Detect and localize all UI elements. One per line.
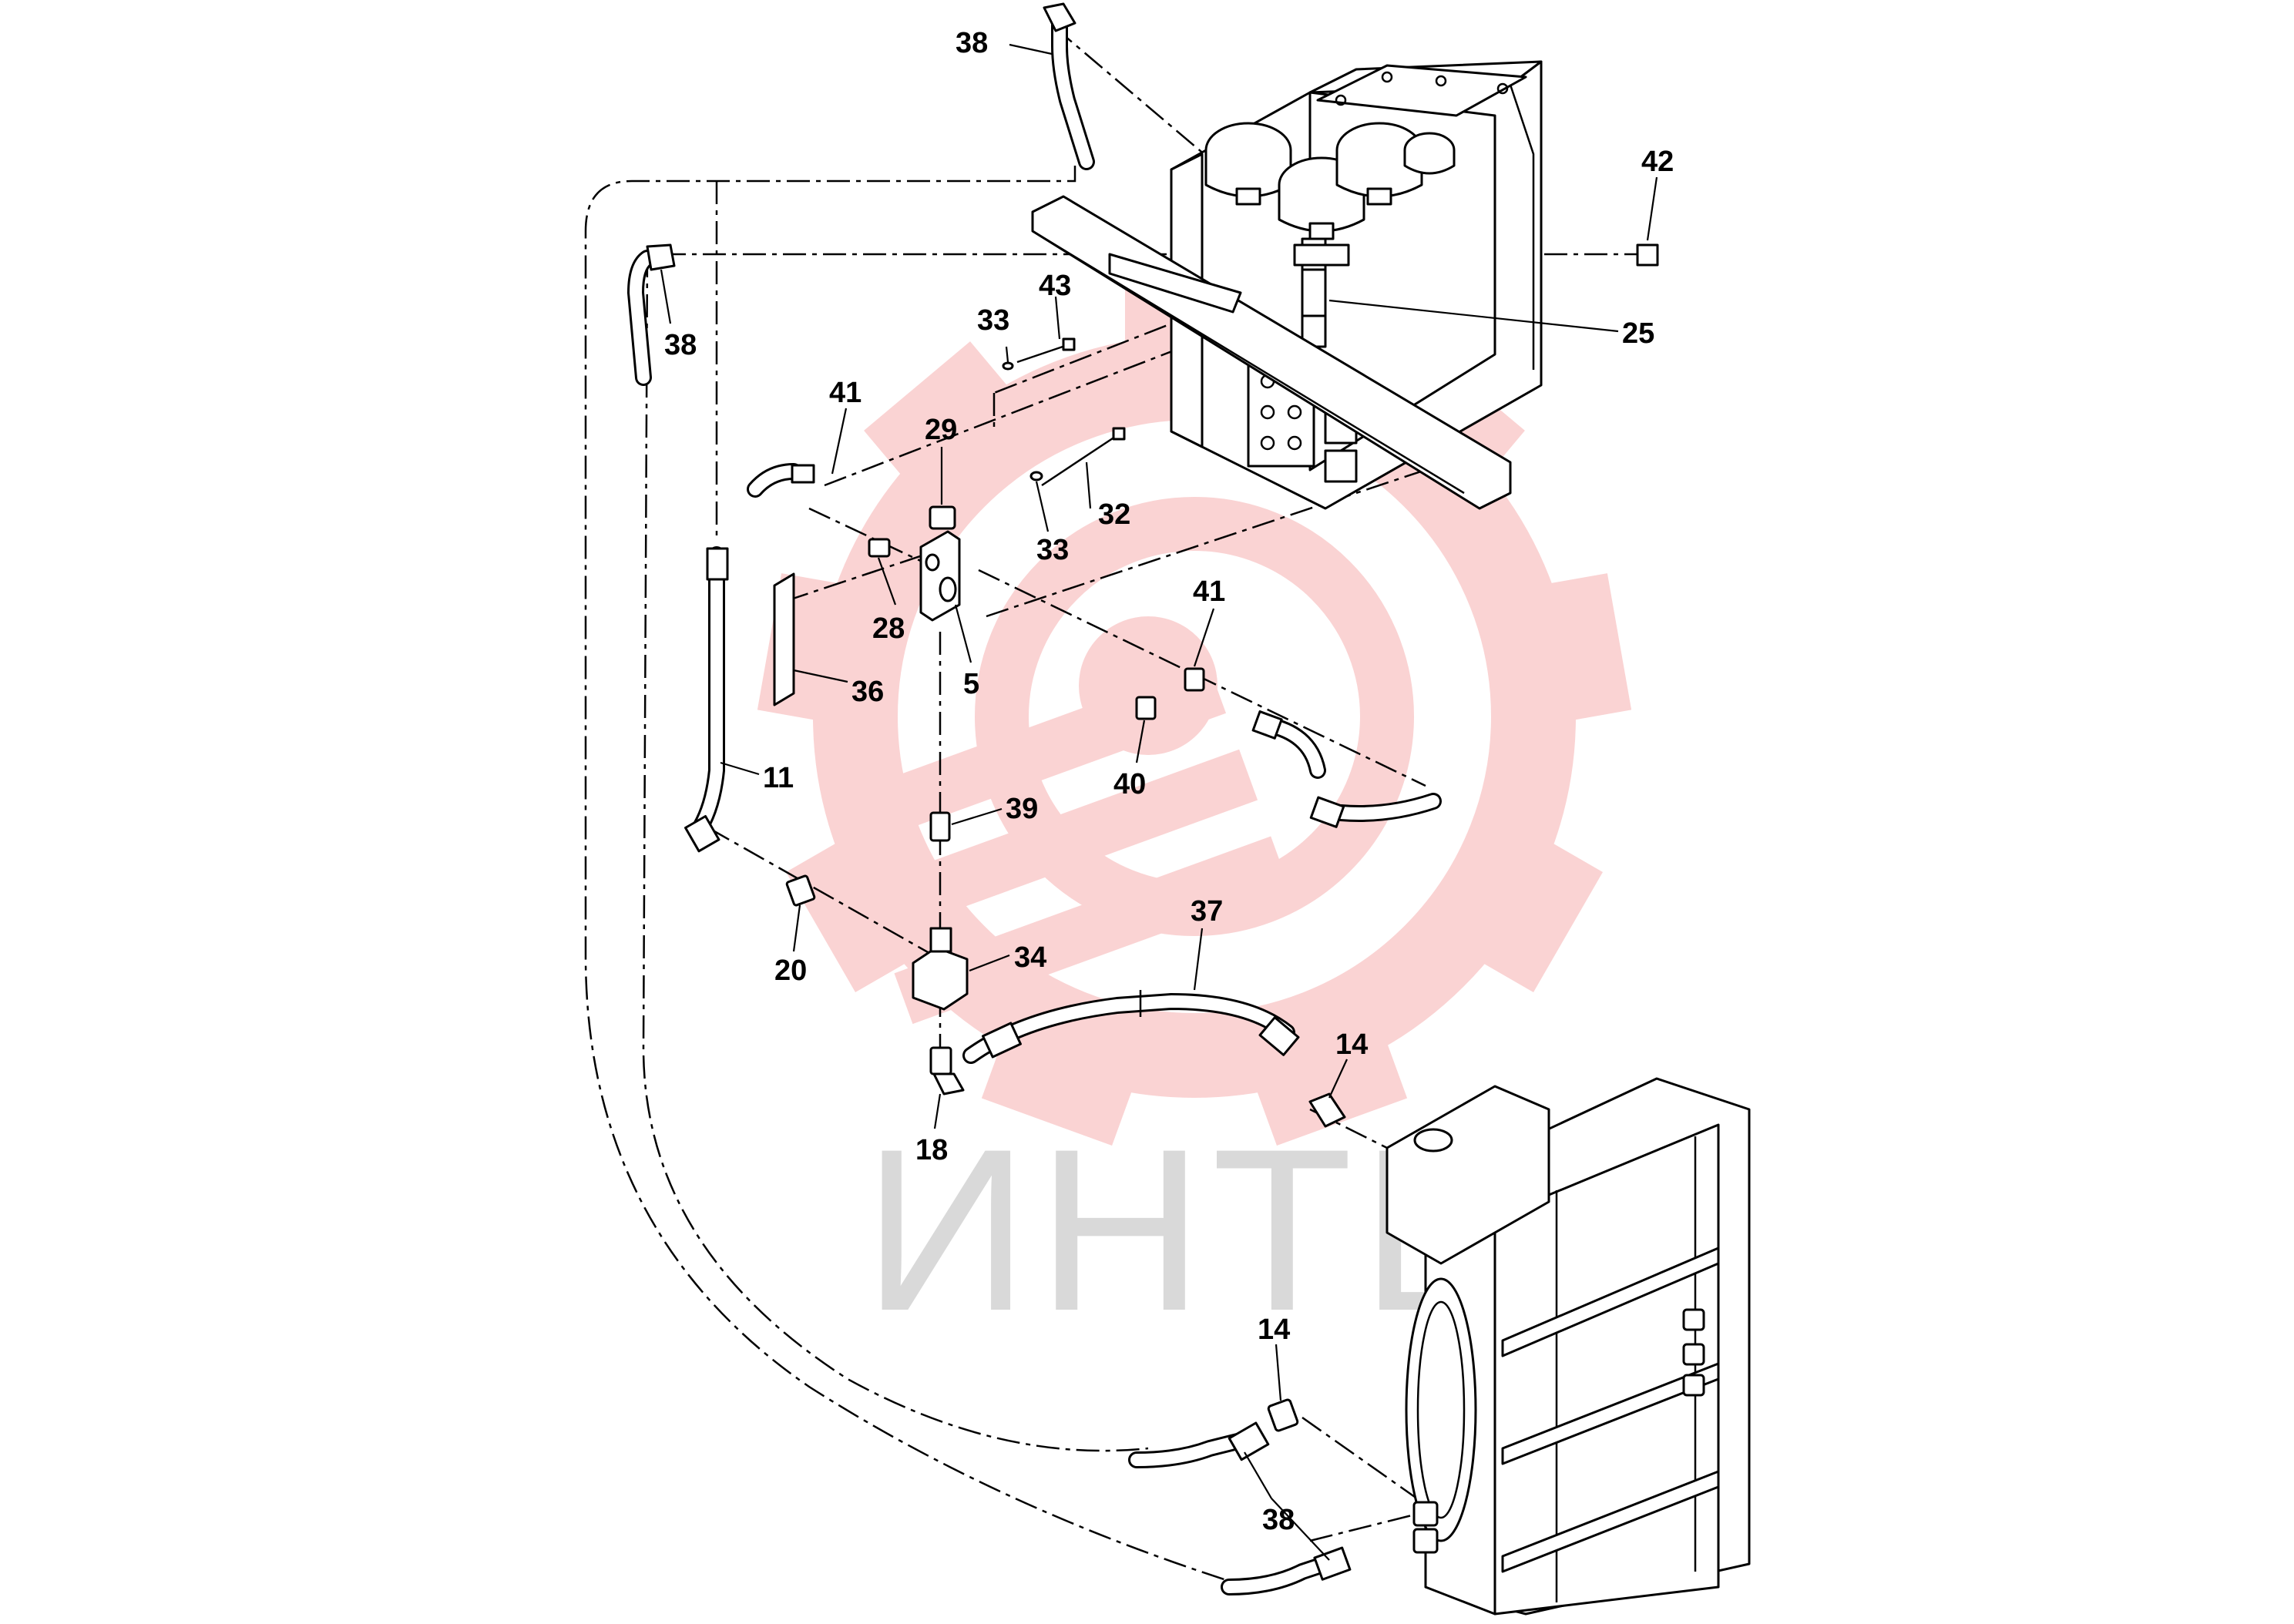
- watermark-gear-logo: [757, 285, 1632, 1146]
- fitting-40: [1135, 696, 1157, 720]
- callout-32: 32: [1098, 498, 1130, 531]
- callout-38-left: 38: [664, 329, 697, 361]
- callout-33-mid: 33: [1036, 534, 1069, 566]
- hose-38-bottom: [1128, 1421, 1352, 1595]
- hose-38-top: [1043, 2, 1095, 170]
- hydraulic-tank: [1170, 60, 1543, 510]
- filter-head-left: [1204, 122, 1292, 206]
- callout-18: 18: [915, 1134, 948, 1166]
- callout-11: 11: [763, 762, 794, 794]
- callout-labels: 38 42 38 25 33 43 41 29 32 33 41 28 5 36…: [664, 27, 1674, 1536]
- plug-29: [929, 505, 956, 530]
- fitting-20: [785, 874, 816, 907]
- callout-38-bottom: 38: [1262, 1504, 1295, 1536]
- hose-11: [684, 546, 729, 853]
- filter-head-right: [1335, 122, 1423, 206]
- washer-33-top: [1002, 361, 1014, 371]
- callout-37: 37: [1191, 895, 1223, 928]
- callout-14-low: 14: [1258, 1314, 1290, 1346]
- leader-lines: [660, 43, 1658, 1561]
- block-34: [912, 927, 969, 1011]
- callout-33-top: 33: [977, 304, 1009, 337]
- callout-14-mid: 14: [1335, 1028, 1368, 1061]
- callout-41-left: 41: [829, 377, 862, 409]
- plate-36: [773, 572, 795, 706]
- washer-33-mid: [1029, 471, 1043, 481]
- callout-34: 34: [1014, 941, 1046, 974]
- oil-cooler: [1385, 1077, 1751, 1616]
- tee-25: [1293, 243, 1350, 317]
- hose-37: [962, 990, 1300, 1064]
- bolt-43: [1016, 337, 1076, 364]
- callout-28: 28: [872, 612, 905, 645]
- elbow-14-mid: [1308, 1092, 1346, 1128]
- fitting-39: [929, 811, 951, 842]
- hose-38-left: [626, 243, 676, 386]
- callout-5: 5: [963, 668, 979, 700]
- hose-41-left: [747, 463, 815, 498]
- callout-36: 36: [851, 676, 884, 708]
- callout-25: 25: [1622, 317, 1654, 350]
- callout-38-top: 38: [956, 27, 988, 59]
- elbow-18: [929, 1046, 965, 1096]
- callout-40: 40: [1113, 768, 1146, 800]
- callout-20: 20: [774, 955, 807, 987]
- callout-42: 42: [1641, 146, 1674, 178]
- fitting-42: [1636, 243, 1659, 267]
- mounting-bracket: [1031, 195, 1512, 510]
- fitting-14-low: [1267, 1398, 1299, 1432]
- bolt-32: [1041, 427, 1126, 487]
- plug-28: [868, 538, 891, 558]
- callout-43: 43: [1039, 270, 1071, 302]
- valve-block-5: [919, 530, 961, 622]
- hose-40-41: [1251, 710, 1442, 828]
- callout-29: 29: [925, 414, 957, 446]
- fitting-41-right: [1184, 667, 1205, 692]
- callout-39: 39: [1006, 793, 1038, 825]
- breather-cap: [1403, 132, 1456, 175]
- callout-41-right: 41: [1193, 575, 1225, 608]
